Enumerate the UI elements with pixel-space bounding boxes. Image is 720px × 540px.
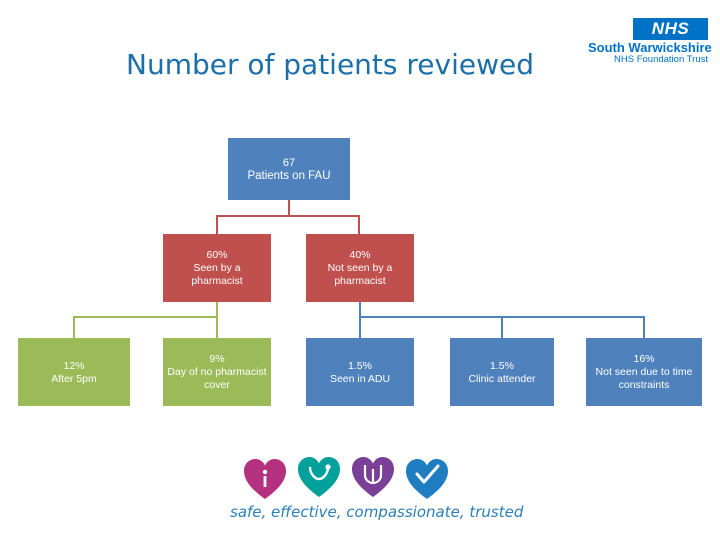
node-label: Not seen due to time constraints (595, 366, 693, 391)
node-label: Not seen by a pharmacist (327, 262, 393, 287)
node-seen-in-adu[interactable]: 1.5% Seen in ADU (306, 338, 414, 406)
connector-to-dayofno (216, 316, 218, 338)
node-label: Day of no pharmacist cover (167, 366, 267, 391)
connector-root-down (288, 200, 290, 216)
trust-subtitle: NHS Foundation Trust (614, 54, 708, 65)
heart-info-icon (244, 459, 286, 499)
nhs-logo: NHS South Warwickshire NHS Foundation Tr… (588, 18, 712, 66)
node-label: Seen by a pharmacist (191, 262, 243, 287)
connector-green-horizontal (73, 316, 218, 318)
node-label: Seen in ADU (329, 372, 391, 385)
node-value: 1.5% (348, 359, 372, 372)
connector-to-seen (216, 215, 218, 234)
node-value: 12% (63, 359, 85, 372)
heart-hands-icon (352, 457, 394, 497)
connector-to-adu (359, 316, 361, 338)
values-hearts-group (242, 455, 492, 503)
connector-to-notseen (358, 215, 360, 234)
connector-to-time (643, 316, 645, 338)
node-value: 40% (349, 249, 371, 261)
connector-level2-horizontal (216, 215, 360, 217)
node-seen-by-pharmacist[interactable]: 60% Seen by a pharmacist (163, 234, 271, 302)
nhs-wordmark: NHS (633, 18, 708, 40)
node-day-of-no-pharmacist-cover[interactable]: 9% Day of no pharmacist cover (163, 338, 271, 406)
node-value: 60% (206, 249, 228, 261)
node-clinic-attender[interactable]: 1.5% Clinic attender (450, 338, 554, 406)
heart-check-icon (406, 459, 448, 499)
node-after-5pm[interactable]: 12% After 5pm (18, 338, 130, 406)
page-title: Number of patients reviewed (126, 48, 534, 81)
node-label: Clinic attender (468, 372, 536, 385)
node-label: After 5pm (51, 372, 97, 385)
node-not-seen-time-constraints[interactable]: 16% Not seen due to time constraints (586, 338, 702, 406)
node-not-seen-by-pharmacist[interactable]: 40% Not seen by a pharmacist (306, 234, 414, 302)
trust-name: South Warwickshire (588, 40, 712, 55)
node-patients-on-fau[interactable]: 67 Patients on FAU (228, 138, 350, 200)
connector-seen-down (216, 302, 218, 317)
connector-to-after5pm (73, 316, 75, 338)
node-value: 16% (633, 353, 655, 365)
connector-notseen-down (359, 302, 361, 317)
heart-stethoscope-icon (298, 457, 340, 497)
node-value: 1.5% (490, 359, 514, 372)
footer-tagline: safe, effective, compassionate, trusted (230, 503, 524, 521)
node-value: 67 (282, 156, 296, 169)
node-label: Patients on FAU (247, 169, 331, 182)
node-value: 9% (209, 353, 225, 365)
connector-to-clinic (501, 316, 503, 338)
footer-branding: safe, effective, compassionate, trusted (230, 455, 524, 530)
